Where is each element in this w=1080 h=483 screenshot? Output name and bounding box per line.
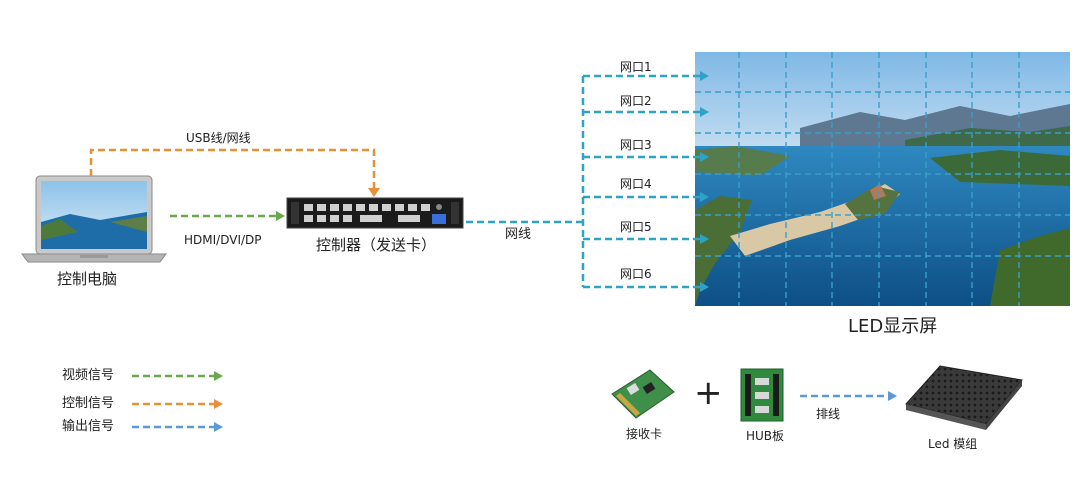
ribbon-cable-label: 排线 (816, 407, 841, 421)
controller-label: 控制器（发送卡） (316, 236, 437, 254)
laptop-icon (21, 175, 167, 263)
port-label-6: 网口6 (620, 267, 652, 281)
plus-icon: + (694, 373, 723, 413)
screen-label: LED显示屏 (848, 316, 938, 337)
port-label-4: 网口4 (620, 177, 652, 191)
legend-output-label: 输出信号 (62, 419, 115, 434)
legend-lines (132, 374, 214, 429)
port-label-2: 网口2 (620, 94, 652, 108)
network-cable-label: 网线 (505, 227, 532, 242)
usb-arrowhead (368, 188, 380, 197)
hub-board-label: HUB板 (746, 429, 785, 443)
legend-video-label: 视频信号 (62, 368, 115, 383)
receiver-card-icon (611, 369, 675, 419)
receiver-card-label: 接收卡 (626, 427, 663, 441)
led-module-icon (905, 365, 1023, 430)
hdmi-label: HDMI/DVI/DP (184, 233, 262, 247)
video-arrowhead (276, 211, 285, 221)
led-screen-image (695, 52, 1070, 306)
network-output-lines (466, 74, 700, 289)
port-label-5: 网口5 (620, 220, 652, 234)
port-label-3: 网口3 (620, 138, 652, 152)
controller-device-icon (286, 197, 464, 229)
network-arrowheads (700, 71, 709, 292)
legend-control-label: 控制信号 (62, 396, 115, 411)
usb-label: USB线/网线 (186, 131, 251, 145)
screen-cabinet-grid (695, 52, 1070, 306)
led-module-label: Led 模组 (928, 437, 978, 451)
ribbon-arrowhead (888, 391, 897, 401)
hub-board-icon (740, 368, 784, 422)
legend-arrowheads (214, 371, 223, 432)
computer-label: 控制电脑 (57, 270, 118, 288)
usb-control-line (89, 148, 376, 190)
port-label-1: 网口1 (620, 60, 652, 74)
